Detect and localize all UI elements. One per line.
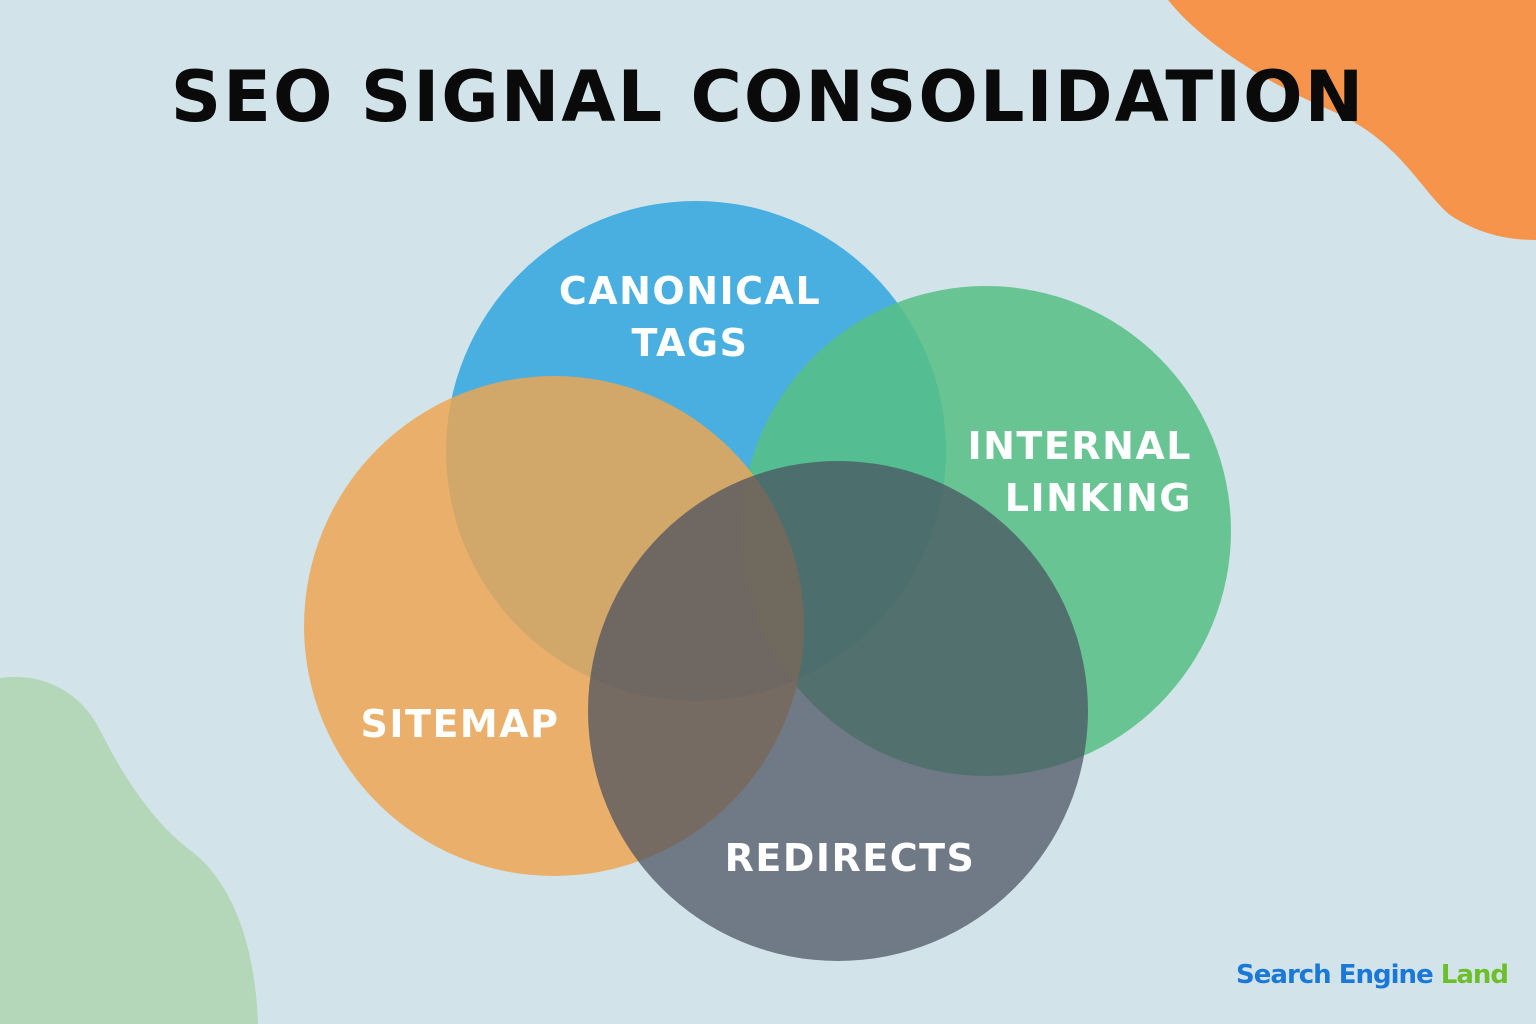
canonical-tags-label-line1: CANONICAL [558, 269, 822, 313]
logo-word-engine: Engine [1338, 960, 1434, 990]
logo-word-search: Search [1236, 960, 1332, 990]
orange-corner-blob [1168, 0, 1536, 240]
green-corner-blob [0, 676, 258, 1024]
canonical-tags-label-line2: TAGS [631, 321, 749, 365]
internal-linking-label-line2: LINKING [1004, 476, 1192, 520]
sitemap-label-line1: SITEMAP [360, 702, 560, 746]
sitemap-label: SITEMAP [340, 698, 580, 750]
page-title: SEO SIGNAL CONSOLIDATION [170, 56, 1366, 138]
canonical-tags-label: CANONICAL TAGS [540, 265, 840, 369]
logo-word-land: Land [1440, 960, 1509, 990]
internal-linking-label-line1: INTERNAL [967, 424, 1192, 468]
redirects-circle [588, 461, 1088, 961]
redirects-label: REDIRECTS [700, 832, 1000, 884]
search-engine-land-logo: Search Engine Land [1236, 960, 1509, 990]
redirects-label-line1: REDIRECTS [724, 836, 976, 880]
internal-linking-label: INTERNAL LINKING [940, 420, 1192, 524]
